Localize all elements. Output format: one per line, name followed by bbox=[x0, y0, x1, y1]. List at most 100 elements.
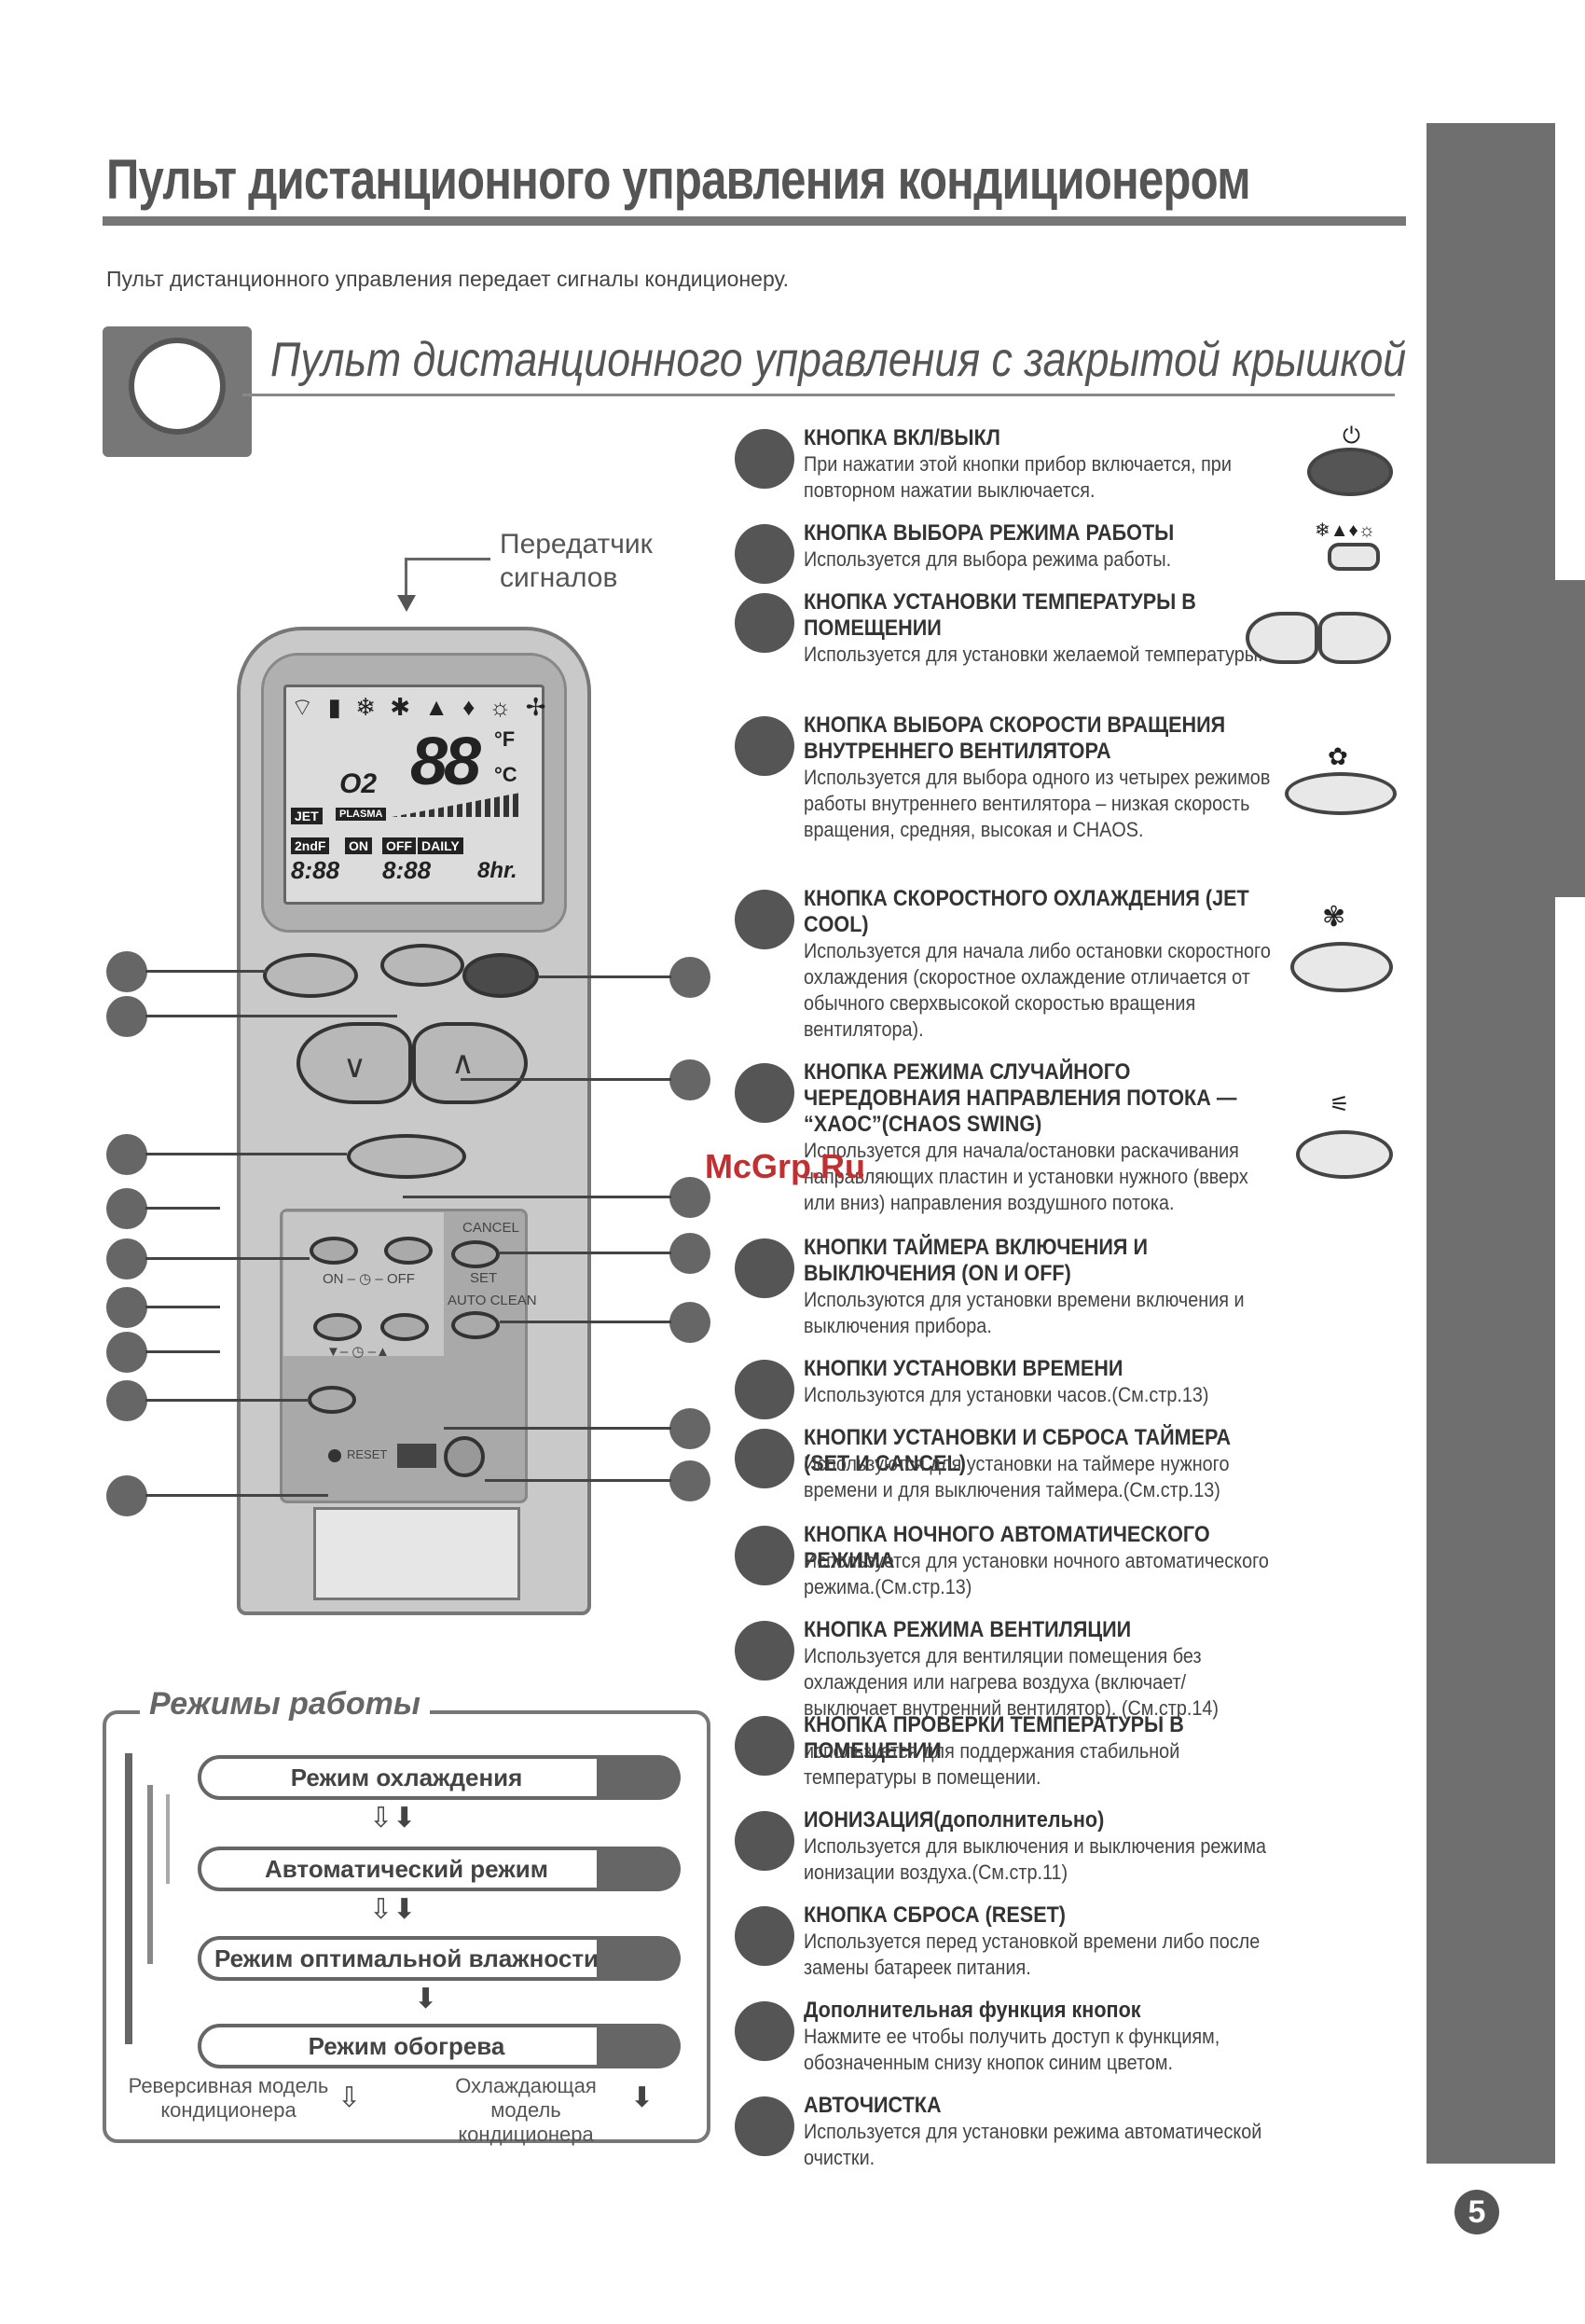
side-tab bbox=[1426, 123, 1555, 2164]
operation-mode-button[interactable] bbox=[310, 1237, 358, 1265]
item-description: Используется для установки режима автома… bbox=[804, 2120, 1262, 2169]
remote-cover-hinge bbox=[313, 1507, 520, 1600]
ventilation-button[interactable] bbox=[444, 1436, 485, 1477]
mode-cap bbox=[597, 1847, 681, 1891]
callout-line bbox=[145, 1350, 220, 1353]
item-description: Используется для начала либо остановки с… bbox=[804, 939, 1271, 1041]
lcd-time-on: 8:88 bbox=[291, 856, 340, 884]
auto-clean-label: AUTO CLEAN bbox=[448, 1293, 537, 1308]
item-heading: КНОПКА СБРОСА (RESET) bbox=[804, 1902, 1067, 1928]
item-heading: Дополнительная функция кнопок bbox=[804, 1998, 1141, 2023]
callout-dot bbox=[106, 1238, 147, 1280]
mode-heating: Режим обогрева bbox=[198, 2024, 615, 2068]
arrow-down-solid-icon: ⬇ bbox=[630, 2082, 655, 2113]
title-rule bbox=[103, 216, 1406, 226]
callout-dot bbox=[669, 1177, 710, 1218]
lcd-o2: O2 bbox=[339, 768, 378, 799]
callout-line bbox=[145, 1015, 397, 1017]
mode-cap bbox=[597, 1755, 681, 1800]
item-description: Используется для выбора режима работы. bbox=[804, 547, 1172, 571]
lcd-on: ON bbox=[345, 837, 372, 854]
set-cancel-button[interactable] bbox=[451, 1240, 500, 1268]
lcd-mode-icons: ⌔ ▮ ❄ ✱ ▲ ♦ ☼ ✢ bbox=[291, 693, 550, 721]
callout-line bbox=[145, 1306, 220, 1308]
item-heading: КНОПКИ УСТАНОВКИ ВРЕМЕНИ bbox=[804, 1356, 1123, 1381]
temperature-down-button[interactable] bbox=[296, 1022, 412, 1104]
lcd-hours: 8hr. bbox=[477, 858, 517, 883]
item-description: Используется для вентиляции помещения бе… bbox=[804, 1644, 1220, 1720]
item-description: Нажмите ее чтобы получить доступ к функц… bbox=[804, 2025, 1220, 2074]
room-temp-check-button[interactable] bbox=[384, 1237, 433, 1265]
item-description: Используются для установки на таймере ну… bbox=[804, 1452, 1230, 1501]
callout-line bbox=[500, 1252, 671, 1254]
item-description: Используются для установки часов.(См.стр… bbox=[804, 1383, 1209, 1406]
item-description: Используется для начала/остановки раскач… bbox=[804, 1139, 1248, 1214]
item-heading: КНОПКА НОЧНОГО АВТОМАТИЧЕСКОГО РЕЖИМА bbox=[804, 1522, 1210, 1573]
callout-dot bbox=[669, 957, 710, 998]
item-heading: АВТОЧИСТКА bbox=[804, 2093, 942, 2118]
callout-dot bbox=[669, 1059, 710, 1100]
on-off-label: ON – ◷ – OFF bbox=[323, 1271, 415, 1287]
chaos-swing-icon: ⚟ bbox=[1330, 1092, 1350, 1117]
jet-cool-button[interactable] bbox=[263, 953, 358, 998]
page-number: 5 bbox=[1454, 2190, 1499, 2234]
intro-text: Пульт дистанционного управления передает… bbox=[106, 267, 790, 291]
item-bullet bbox=[735, 1238, 794, 1298]
mode-cooling: Режим охлаждения bbox=[198, 1755, 615, 1800]
callout-line bbox=[145, 1257, 310, 1260]
callout-line bbox=[485, 1479, 671, 1482]
item-heading: КНОПКА СКОРОСТНОГО ОХЛАЖДЕНИЯ (JET COOL) bbox=[804, 886, 1249, 937]
transmitter-arrow-icon bbox=[397, 595, 416, 612]
reset-button[interactable] bbox=[328, 1449, 341, 1462]
item-description: Используется для выключения и выключения… bbox=[804, 1834, 1267, 1884]
set-label: SET bbox=[470, 1270, 498, 1286]
item-heading: ИОНИЗАЦИЯ(дополнительно) bbox=[804, 1807, 1105, 1833]
item-bullet bbox=[735, 716, 794, 776]
section-subtitle: Пульт дистанционного управления с закрыт… bbox=[270, 333, 1407, 387]
callout-dot bbox=[106, 951, 147, 992]
mode-cap bbox=[597, 1936, 681, 1981]
mode-dry: Режим оптимальной влажности bbox=[198, 1936, 615, 1981]
transmitter-label: Передатчик сигналов bbox=[500, 529, 653, 593]
watermark: McGrp.Ru bbox=[705, 1147, 866, 1185]
auto-clean-button[interactable] bbox=[451, 1311, 500, 1339]
lcd-daily: DAILY bbox=[418, 837, 463, 854]
modes-flow-line bbox=[166, 1794, 170, 1884]
mode-cap bbox=[597, 2024, 681, 2068]
mode-button-icon bbox=[1328, 543, 1380, 571]
item-heading: КНОПКА ПРОВЕРКИ ТЕМПЕРАТУРЫ В ПОМЕЩЕНИИ bbox=[804, 1712, 1184, 1764]
modes-title: Режимы работы bbox=[140, 1686, 430, 1722]
arrow-down-outline-icon: ⇩ bbox=[338, 2082, 362, 2113]
callout-dot bbox=[106, 1287, 147, 1328]
callout-line bbox=[145, 970, 267, 973]
callout-line bbox=[444, 1427, 671, 1430]
fan-icon: ✿ bbox=[1328, 742, 1348, 770]
time-down-button[interactable] bbox=[313, 1313, 362, 1341]
reset-label: RESET bbox=[347, 1447, 388, 1461]
lcd-unit-c: °C bbox=[494, 763, 517, 786]
item-heading: КНОПКА ВЫБОРА РЕЖИМА РАБОТЫ bbox=[804, 520, 1175, 546]
fan-button-icon bbox=[1285, 772, 1397, 815]
lcd-temperature: 88 bbox=[410, 725, 481, 799]
ionizer-button[interactable] bbox=[397, 1444, 436, 1468]
second-function-button[interactable] bbox=[308, 1386, 356, 1414]
item-bullet bbox=[735, 1360, 794, 1419]
power-button-icon bbox=[1307, 448, 1393, 496]
indoor-fan-speed-button[interactable] bbox=[347, 1134, 466, 1179]
item-heading: КНОПКА УСТАНОВКИ ТЕМПЕРАТУРЫ В ПОМЕЩЕНИИ bbox=[804, 589, 1196, 641]
item-bullet bbox=[735, 1621, 794, 1681]
power-button[interactable] bbox=[462, 953, 539, 998]
callout-line bbox=[145, 1399, 310, 1402]
time-adjust-label: ▼– ◷ –▲ bbox=[326, 1344, 390, 1360]
item-heading: КНОПКА ВЫБОРА СКОРОСТИ ВРАЩЕНИЯ ВНУТРЕНН… bbox=[804, 712, 1226, 764]
lcd-jet: JET bbox=[291, 808, 323, 824]
time-up-button[interactable] bbox=[380, 1313, 429, 1341]
item-description: Используется перед установкой времени ли… bbox=[804, 1930, 1261, 1979]
temperature-up-button[interactable] bbox=[412, 1022, 528, 1104]
item-heading: КНОПКА РЕЖИМА СЛУЧАЙНОГО ЧЕРЕДОВНАИЯ НАП… bbox=[804, 1059, 1237, 1137]
chaos-button-icon bbox=[1296, 1130, 1393, 1179]
lcd-time-off: 8:88 bbox=[382, 856, 432, 884]
item-bullet bbox=[735, 2096, 794, 2156]
chaos-swing-button[interactable] bbox=[380, 944, 464, 987]
lcd-plasma: PLASMA bbox=[336, 808, 387, 821]
